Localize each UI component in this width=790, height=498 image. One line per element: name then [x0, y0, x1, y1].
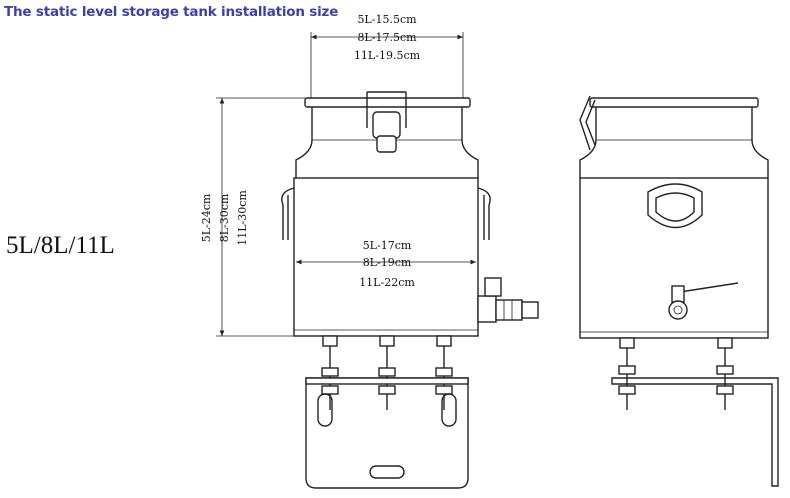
top-width-5l: 5L-15.5cm [357, 13, 417, 26]
bracket-slot [369, 465, 405, 479]
side-view [579, 95, 779, 487]
latch-clamp [366, 91, 407, 128]
top-width-8l: 8L-17.5cm [357, 31, 417, 44]
side-latch [579, 95, 596, 151]
right-handle [477, 187, 491, 240]
height-5l: 5L-24cm [200, 193, 213, 242]
height-11l: 11L-30cm [236, 190, 249, 246]
side-tank-body [579, 177, 769, 339]
body-width-5l: 5L-17cm [363, 239, 412, 252]
body-width-8l: 8L-19cm [363, 256, 412, 269]
left-handle [281, 187, 295, 240]
side-l-bracket [611, 377, 779, 487]
front-view [216, 32, 539, 489]
top-width-11l: 11L-19.5cm [354, 49, 421, 62]
side-valve [668, 282, 739, 320]
height-8l: 8L-30cm [218, 193, 231, 242]
front-handle [647, 183, 703, 229]
body-width-11l: 11L-22cm [359, 276, 415, 289]
mounting-bracket [305, 377, 469, 489]
variants-label: 5L/8L/11L [6, 232, 115, 259]
side-lid-rim [589, 97, 759, 108]
lid-rim [304, 97, 471, 108]
outlet-valve [477, 277, 539, 323]
mounting-studs [321, 335, 453, 410]
diagram-title: The static level storage tank installati… [4, 4, 339, 20]
